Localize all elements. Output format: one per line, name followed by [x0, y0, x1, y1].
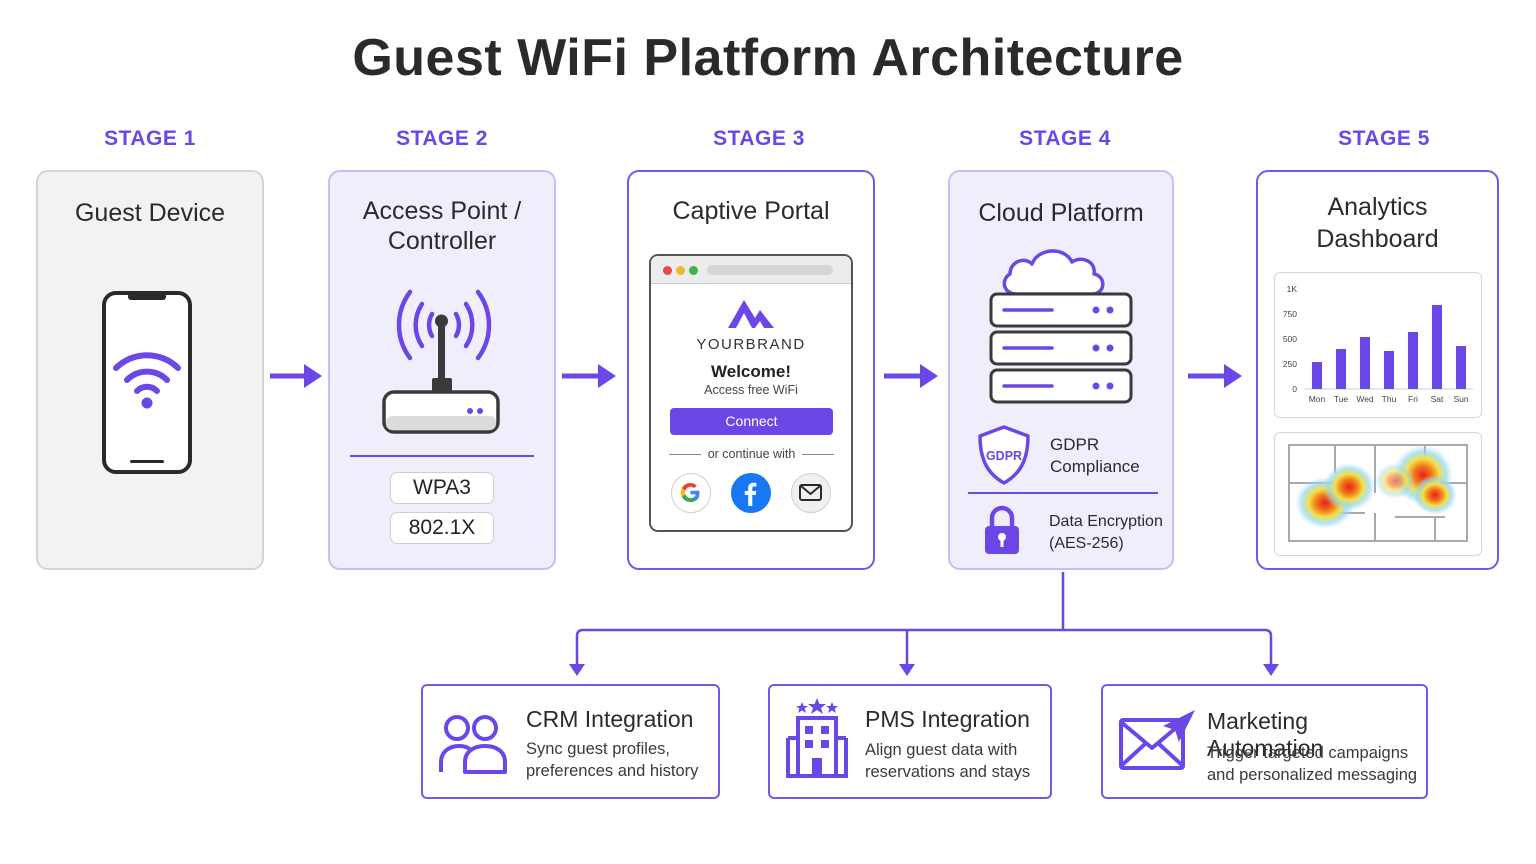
integration-connector [569, 572, 1279, 676]
url-bar [707, 265, 833, 275]
gdpr-line1: GDPR [1050, 435, 1100, 454]
analytics-title-line1: Analytics [1327, 193, 1428, 221]
x-tick-label: Mon [1309, 394, 1326, 404]
router-icon [382, 289, 500, 434]
crm-desc-line1: Sync guest profiles, [526, 740, 670, 758]
crm-desc-line2: preferences and history [526, 762, 699, 780]
bar-tue [1335, 349, 1347, 389]
cloud-platform-title: Cloud Platform [978, 199, 1144, 227]
encryption-line2: (AES-256) [1049, 535, 1124, 552]
shield-label: GDPR [986, 449, 1022, 463]
marketing-desc-line1: Trigger targeted campaigns [1207, 744, 1409, 762]
portal-welcome: Welcome! [711, 362, 791, 381]
stage-1-label: STAGE 1 [104, 127, 196, 150]
crm-integration-card[interactable]: CRM Integration Sync guest profiles, pre… [421, 684, 720, 799]
social-divider: or continue with [669, 446, 834, 462]
divider [350, 455, 534, 457]
stage-4-label: STAGE 4 [1019, 127, 1111, 150]
wpa3-badge: WPA3 [390, 472, 494, 504]
shield-icon: GDPR [978, 425, 1030, 485]
cloud-server-icon [989, 249, 1133, 404]
bar-sun [1455, 346, 1467, 389]
x-tick-label: Sat [1431, 394, 1444, 404]
floorplan-heatmap [1288, 444, 1468, 542]
stage-3-label: STAGE 3 [713, 127, 805, 150]
brand-logo-icon [728, 300, 774, 328]
marketing-desc-line2: and personalized messaging [1207, 766, 1418, 784]
analytics-title-line2: Dashboard [1316, 225, 1439, 253]
x-tick-label: Thu [1382, 394, 1397, 404]
stage-5-label: STAGE 5 [1338, 127, 1430, 150]
continue-with-text: or continue with [707, 447, 796, 461]
smartphone-icon [102, 291, 192, 474]
facebook-login-button[interactable] [731, 473, 771, 513]
access-point-title-line1: Access Point / [362, 197, 522, 225]
y-tick-label: 0 [1292, 384, 1297, 394]
encryption-line1: Data Encryption [1049, 513, 1163, 530]
pms-title: PMS Integration [865, 706, 1030, 732]
portal-brand-name: YOURBRAND [696, 336, 806, 353]
hotel-icon [786, 698, 848, 778]
email-login-button[interactable] [791, 473, 831, 513]
stage-2-label: STAGE 2 [396, 127, 488, 150]
marketing-automation-card[interactable]: Marketing Automation Trigger targeted ca… [1101, 684, 1428, 799]
google-login-button[interactable] [671, 473, 711, 513]
captive-portal-title: Captive Portal [672, 197, 830, 225]
diagram-title: Guest WiFi Platform Architecture [352, 29, 1184, 87]
maximize-dot [689, 266, 698, 275]
close-dot [663, 266, 672, 275]
flow-arrow-4 [1188, 364, 1242, 388]
connect-button[interactable]: Connect [670, 408, 833, 435]
y-tick-label: 500 [1283, 334, 1297, 344]
mail-icon [799, 484, 822, 501]
bar-sat [1431, 305, 1443, 389]
y-tick-label: 1K [1287, 284, 1298, 294]
guest-device-card: Guest Device [36, 170, 264, 570]
marketing-title: Marketing Automation [1207, 708, 1324, 761]
bar-fri [1407, 332, 1419, 389]
portal-subtitle: Access free WiFi [704, 383, 798, 397]
pms-desc-line2: reservations and stays [865, 763, 1031, 781]
minimize-dot [676, 266, 685, 275]
browser-toolbar [651, 256, 851, 284]
flow-arrow-1 [270, 364, 322, 388]
gdpr-line2: Compliance [1050, 457, 1140, 476]
x-tick-label: Tue [1334, 394, 1349, 404]
heatmap-panel [1274, 432, 1482, 556]
email-send-icon [1119, 710, 1195, 770]
pms-integration-card[interactable]: PMS Integration Align guest data with re… [768, 684, 1052, 799]
access-point-card: Access Point / Controller WPA3 802.1X [328, 170, 556, 570]
bar-thu [1383, 351, 1395, 389]
y-tick-label: 750 [1283, 309, 1297, 319]
portal-browser-window: YOURBRAND Welcome! Access free WiFi Conn… [649, 254, 853, 532]
x-tick-label: Fri [1408, 394, 1418, 404]
heat-spots [1295, 445, 1457, 529]
divider [968, 492, 1158, 494]
captive-portal-card: Captive Portal YOURBRAND Welcome! Access… [627, 170, 875, 570]
flow-arrow-2 [562, 364, 616, 388]
guest-device-title: Guest Device [74, 199, 226, 227]
cloud-platform-card: Cloud Platform GDPR GDPR Compliance Data… [948, 170, 1174, 570]
y-tick-label: 250 [1283, 359, 1297, 369]
pms-desc-line1: Align guest data with [865, 741, 1018, 759]
8021x-badge: 802.1X [390, 512, 494, 544]
x-tick-label: Sun [1453, 394, 1468, 404]
bar-wed [1359, 337, 1371, 389]
google-icon [680, 483, 700, 502]
access-point-title-line2: Controller [387, 227, 497, 255]
lock-icon [985, 505, 1019, 554]
bar-mon [1311, 362, 1323, 389]
x-tick-label: Wed [1356, 394, 1374, 404]
flow-arrow-3 [884, 364, 938, 388]
facebook-icon [744, 482, 757, 506]
crm-title: CRM Integration [526, 706, 694, 732]
users-icon [439, 715, 507, 774]
